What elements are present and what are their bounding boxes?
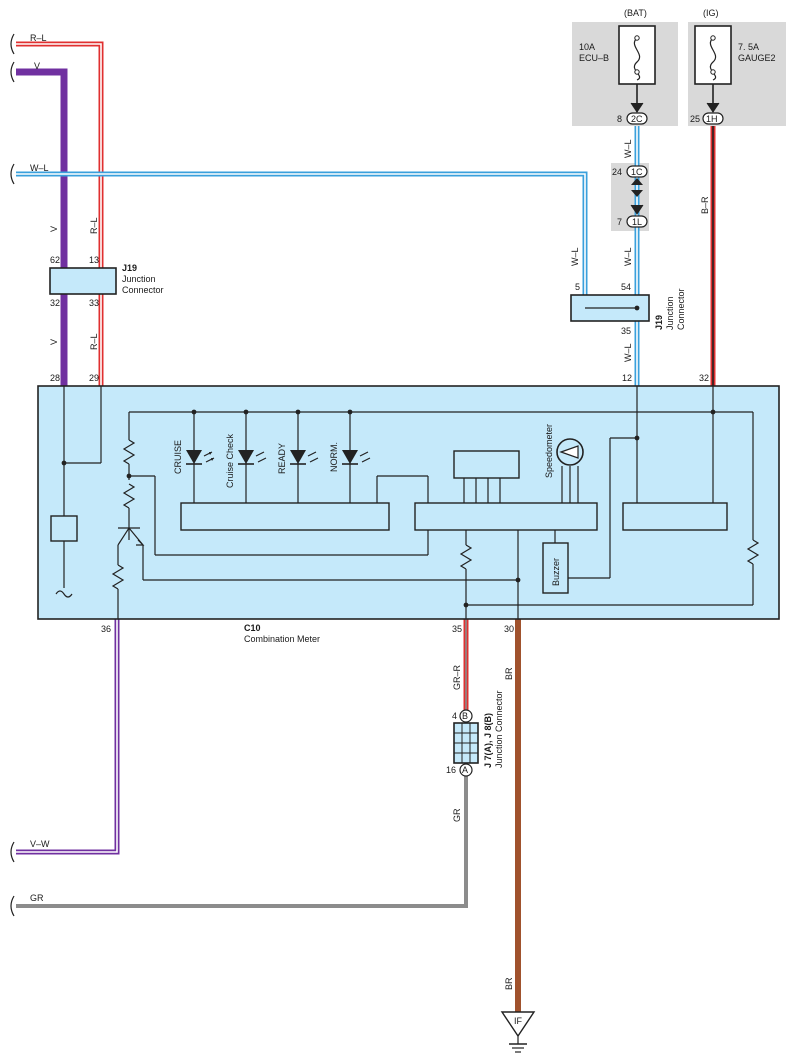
label-w-l-vert-3: W–L [623, 247, 633, 266]
label-v-vert-1: V [49, 226, 59, 232]
fuse-bat-name: ECU–B [579, 53, 609, 63]
connector-icon [631, 178, 643, 197]
label-gr: GR [30, 893, 44, 903]
pin-25: 25 [690, 114, 700, 124]
label-w-l-vert-4: W–L [623, 343, 633, 362]
terminal-1c [626, 165, 648, 178]
pin-7: 7 [617, 217, 622, 227]
meter-pin-32: 32 [699, 373, 709, 383]
j19-left-connector [49, 267, 117, 295]
pin-24: 24 [612, 167, 622, 177]
j19-right-name-2: Connector [676, 288, 686, 330]
speedometer-label: Speedometer [544, 424, 554, 478]
led-cruise-check-icon [238, 450, 267, 465]
svg-text:1L: 1L [632, 217, 642, 227]
indicator-cruise-check: Cruise Check [225, 433, 235, 488]
meter-ic-gauge [622, 502, 728, 531]
j19-left-name-1: Junction [122, 274, 156, 284]
led-norm-icon [342, 450, 371, 465]
label-v-vert-2: V [49, 339, 59, 345]
meter-ic-indicator-driver [180, 502, 390, 531]
meter-pin-30: 30 [504, 624, 514, 634]
ground-label: IF [514, 1016, 523, 1026]
j19-right-pin-5: 5 [575, 282, 580, 292]
j7-j8-id: J 7(A), J 8(B) [483, 713, 493, 768]
label-v-w: V–W [30, 839, 50, 849]
ground-icon [500, 1011, 536, 1053]
j19-left-pin-33: 33 [89, 298, 99, 308]
j19-left-pin-13: 13 [89, 255, 99, 265]
j19-left-name-2: Connector [122, 285, 164, 295]
svg-text:2C: 2C [631, 114, 643, 124]
pin-8: 8 [617, 114, 622, 124]
j19-right-name-1: Junction [665, 296, 675, 330]
j7-j8-name: Junction Connector [494, 690, 504, 768]
terminal-a [459, 763, 473, 777]
fuse-bat-rating: 10A [579, 42, 595, 52]
j19-left-id: J19 [122, 263, 137, 273]
svg-text:1H: 1H [706, 114, 718, 124]
fuse-ig-name: GAUGE2 [738, 53, 776, 63]
fuse-ig-box [694, 25, 732, 85]
meter-name: Combination Meter [244, 634, 320, 644]
label-r-l-vert-1: R–L [89, 217, 99, 234]
meter-pin-36: 36 [101, 624, 111, 634]
meter-pin-12: 12 [622, 373, 632, 383]
j7-pin-16: 16 [446, 765, 456, 775]
terminal-b [459, 709, 473, 723]
meter-sensor-box [50, 515, 78, 542]
label-r-l: R–L [30, 33, 47, 43]
buzzer-box [542, 542, 569, 594]
meter-pin-35: 35 [452, 624, 462, 634]
meter-pin-28: 28 [50, 373, 60, 383]
indicator-norm: NORM. [329, 442, 339, 472]
label-v: V [34, 61, 40, 71]
meter-ic-main [414, 502, 598, 531]
wire-gr [16, 772, 468, 908]
label-gr-r-vert: GR–R [452, 664, 462, 690]
label-b-r-vert: B–R [700, 196, 710, 214]
j19-right-id: J19 [654, 315, 664, 330]
meter-pin-29: 29 [89, 373, 99, 383]
wire-v-w [16, 619, 120, 855]
label-w-l-vert-1: W–L [623, 139, 633, 158]
label-br-vert-2: BR [504, 977, 514, 990]
fuse-bat-icon [633, 37, 641, 81]
junction-dots [61, 409, 716, 608]
terminal-2c [626, 112, 648, 125]
indicator-cruise: CRUISE [173, 440, 183, 474]
svg-text:1C: 1C [631, 167, 643, 177]
fuse-ig-header: (IG) [703, 8, 719, 18]
svg-text:A: A [462, 765, 468, 775]
terminal-1l [626, 215, 648, 228]
speedometer-icon [556, 438, 584, 466]
led-ready-icon [290, 450, 319, 465]
j19-left-pin-62: 62 [50, 255, 60, 265]
wire-w-l [16, 171, 588, 297]
indicator-ready: READY [277, 443, 287, 474]
j19-left-pin-32: 32 [50, 298, 60, 308]
svg-text:B: B [462, 711, 468, 721]
label-r-l-vert-2: R–L [89, 333, 99, 350]
j7-pin-4: 4 [452, 711, 457, 721]
label-w-l: W–L [30, 163, 49, 173]
label-w-l-vert-2: W–L [570, 247, 580, 266]
led-cruise-icon [186, 450, 215, 465]
wire-break-marks [10, 33, 15, 917]
label-br-vert-1: BR [504, 667, 514, 680]
fuse-bat-box [618, 25, 656, 85]
fuse-ig-icon [709, 37, 717, 81]
j19-right-pin-54: 54 [621, 282, 631, 292]
fuse-bat-header: (BAT) [624, 8, 647, 18]
meter-id: C10 [244, 623, 261, 633]
terminal-1h [702, 112, 724, 125]
meter-internal-circuit [55, 386, 760, 619]
fuse-ig-rating: 7. 5A [738, 42, 759, 52]
label-gr-vert: GR [452, 808, 462, 822]
j19-right-pin-35: 35 [621, 326, 631, 336]
buzzer-label: Buzzer [551, 558, 561, 586]
meter-display [453, 450, 520, 479]
